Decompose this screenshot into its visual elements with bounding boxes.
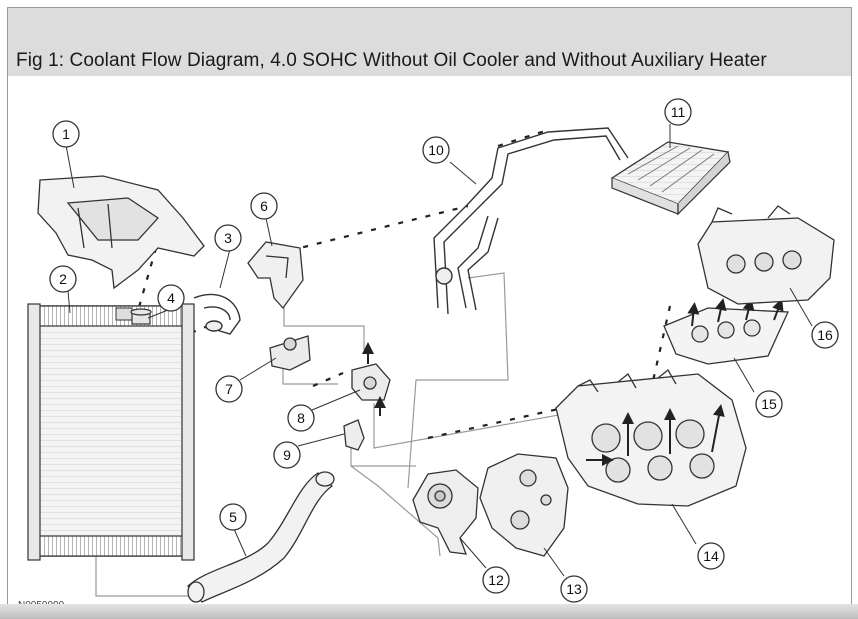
gasket-flow-arrows (687, 298, 784, 327)
head-gasket (663, 307, 789, 365)
leader-lines (65, 124, 813, 577)
fitting (351, 342, 391, 416)
callout-numbers: 1 2 3 4 5 6 7 8 9 10 11 12 13 14 15 16 (59, 104, 833, 597)
callout-6: 6 (260, 198, 268, 214)
callout-1: 1 (62, 126, 70, 142)
engine-flow-arrows (586, 404, 725, 466)
bracket (247, 241, 304, 310)
engine-block (555, 369, 747, 507)
upper-hose (193, 293, 241, 335)
callout-14: 14 (703, 548, 719, 564)
callout-9: 9 (283, 447, 291, 463)
callout-4: 4 (167, 290, 175, 306)
heater-tubes (433, 127, 629, 315)
callout-13: 13 (566, 581, 582, 597)
callout-16: 16 (817, 327, 833, 343)
callout-11: 11 (671, 104, 686, 120)
coolant-flow-diagram: 1 2 3 4 5 6 7 8 9 10 11 12 13 14 15 16 (27, 98, 839, 603)
diagram-frame: Fig 1: Coolant Flow Diagram, 4.0 SOHC Wi… (7, 7, 852, 614)
radiator (27, 303, 195, 561)
callout-12: 12 (488, 572, 504, 588)
timing-cover (479, 453, 569, 557)
elbow-fitting (343, 419, 365, 451)
water-pump (412, 469, 479, 555)
callout-circles (49, 98, 839, 603)
callout-3: 3 (224, 230, 232, 246)
radiator-cap (130, 308, 152, 325)
lower-hose (187, 471, 335, 603)
callout-5: 5 (229, 509, 237, 525)
heater-core (610, 141, 731, 216)
callout-15: 15 (761, 396, 777, 412)
figure-title: Fig 1: Coolant Flow Diagram, 4.0 SOHC Wi… (16, 50, 767, 71)
callout-8: 8 (297, 410, 305, 426)
callout-10: 10 (428, 142, 444, 158)
thermostat-housing (269, 335, 311, 371)
footer-bar (0, 604, 858, 619)
callout-7: 7 (225, 381, 233, 397)
degas-bottle (37, 175, 205, 290)
title-bar: Fig 1: Coolant Flow Diagram, 4.0 SOHC Wi… (8, 8, 851, 76)
cylinder-head (697, 205, 835, 305)
callout-2: 2 (59, 271, 67, 287)
